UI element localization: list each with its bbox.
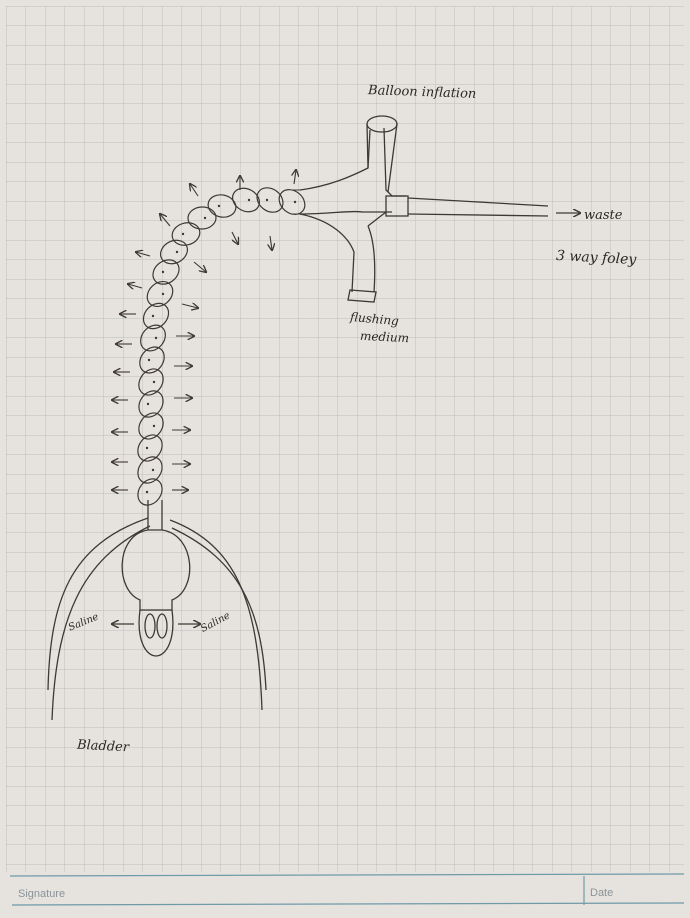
braid-pore <box>294 201 296 203</box>
braid-pore <box>218 205 220 207</box>
medium-label: medium <box>360 330 410 345</box>
braid-pore <box>146 491 148 493</box>
braid-pore <box>147 403 149 405</box>
braid-pore <box>182 233 184 235</box>
balloon-inflation-label: Balloon inflation <box>368 84 477 101</box>
three-way-foley-label: 3 way foley <box>556 249 637 267</box>
braid-pore <box>266 199 268 201</box>
signature-field-label: Signature <box>18 888 65 900</box>
braid-pore <box>204 217 206 219</box>
waste-label: waste <box>584 209 622 222</box>
braid-pore <box>152 469 154 471</box>
braid-pore <box>146 447 148 449</box>
braid-pore <box>176 251 178 253</box>
braid-pore <box>248 199 250 201</box>
braid-pore <box>162 271 164 273</box>
braid-pore <box>148 359 150 361</box>
braid-pore <box>162 293 164 295</box>
braid-pore <box>153 425 155 427</box>
braid-pore <box>155 337 157 339</box>
date-field-label: Date <box>590 887 613 899</box>
bladder-label: Bladder <box>77 739 130 755</box>
braid-pore <box>152 315 154 317</box>
braid-pore <box>153 381 155 383</box>
